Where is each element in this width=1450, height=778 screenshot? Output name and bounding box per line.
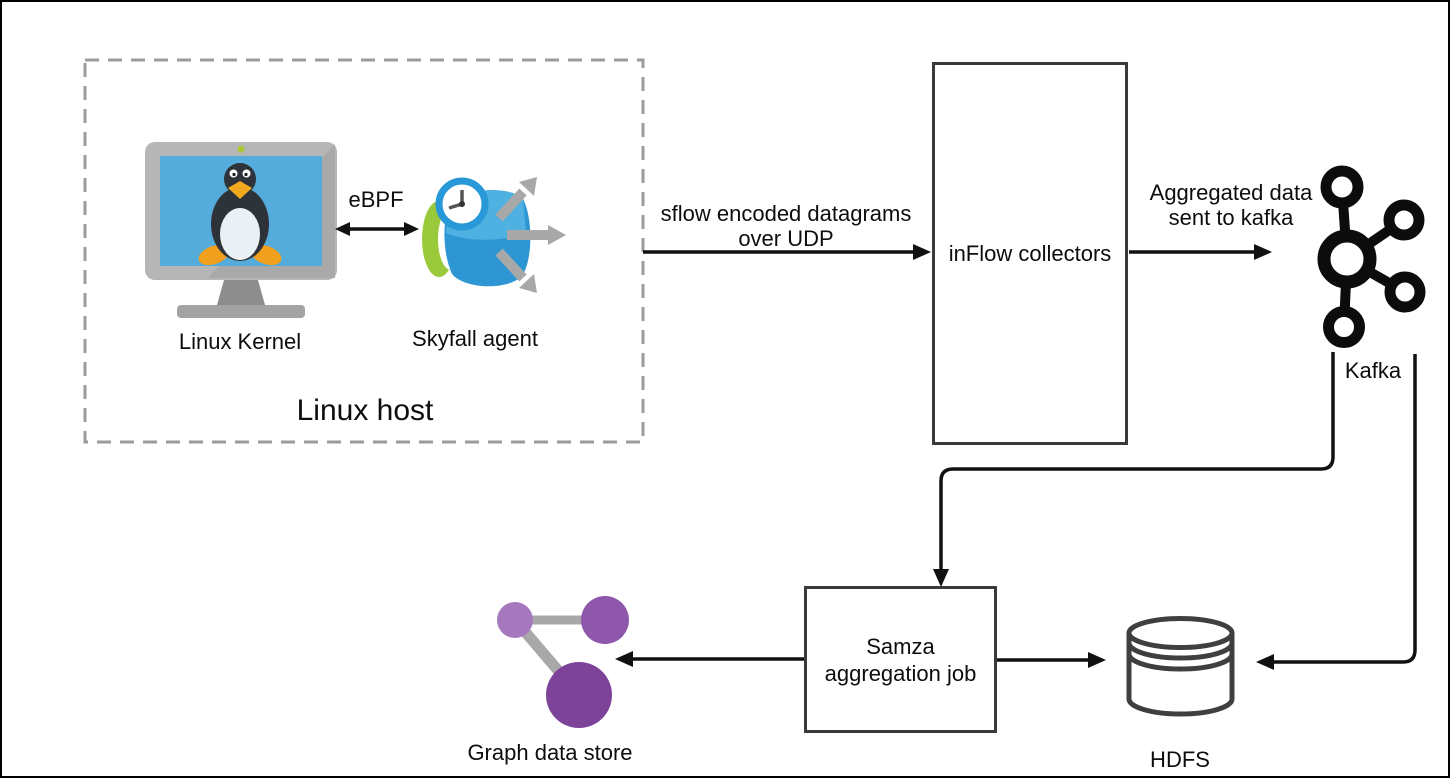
kafka-to-samza-connector — [933, 352, 1335, 587]
inflow-collectors-node: inFlow collectors — [932, 62, 1128, 445]
inflow-collectors-label: inFlow collectors — [948, 241, 1112, 266]
aggregated-edge-label-line2: sent to kafka — [1168, 205, 1294, 230]
samza-to-hdfs-arrow — [997, 652, 1106, 668]
ebpf-label: eBPF — [348, 187, 404, 212]
graph-data-store-label: Graph data store — [467, 740, 633, 765]
sflow-edge-label: sflow encoded datagrams over UDP — [661, 201, 912, 251]
graph-data-store-icon — [497, 596, 629, 728]
kafka-to-hdfs-connector — [1256, 354, 1417, 670]
hdfs-database-icon — [1126, 616, 1235, 717]
samza-aggregation-node: Samza aggregation job — [804, 586, 997, 733]
tux-penguin-icon — [198, 163, 282, 266]
aggregated-edge-label-line1: Aggregated data — [1149, 180, 1313, 205]
samza-to-graph-arrow — [615, 651, 804, 667]
linux-kernel-label: Linux Kernel — [178, 329, 302, 354]
samza-label-line1: Samza — [866, 633, 935, 659]
kafka-label: Kafka — [1344, 358, 1402, 383]
hdfs-label: HDFS — [1150, 747, 1210, 772]
kafka-icon — [1317, 165, 1426, 348]
sflow-edge-label-line2: over UDP — [738, 226, 834, 251]
linux-kernel-icon — [145, 142, 337, 318]
skyfall-out-arrows — [495, 177, 566, 293]
skyfall-agent-label: Skyfall agent — [412, 326, 538, 351]
sflow-udp-arrow — [643, 244, 931, 260]
samza-label-line2: aggregation job — [824, 660, 977, 686]
skyfall-agent-icon — [422, 177, 566, 293]
monitor-camera-dot — [237, 145, 245, 153]
aggregated-edge-label: Aggregated data sent to kafka — [1150, 180, 1313, 230]
sflow-edge-label-line1: sflow encoded datagrams — [660, 201, 912, 226]
linux-host-label: Linux host — [296, 394, 434, 427]
inflow-to-kafka-arrow — [1129, 244, 1272, 260]
ebpf-arrow — [335, 222, 419, 236]
